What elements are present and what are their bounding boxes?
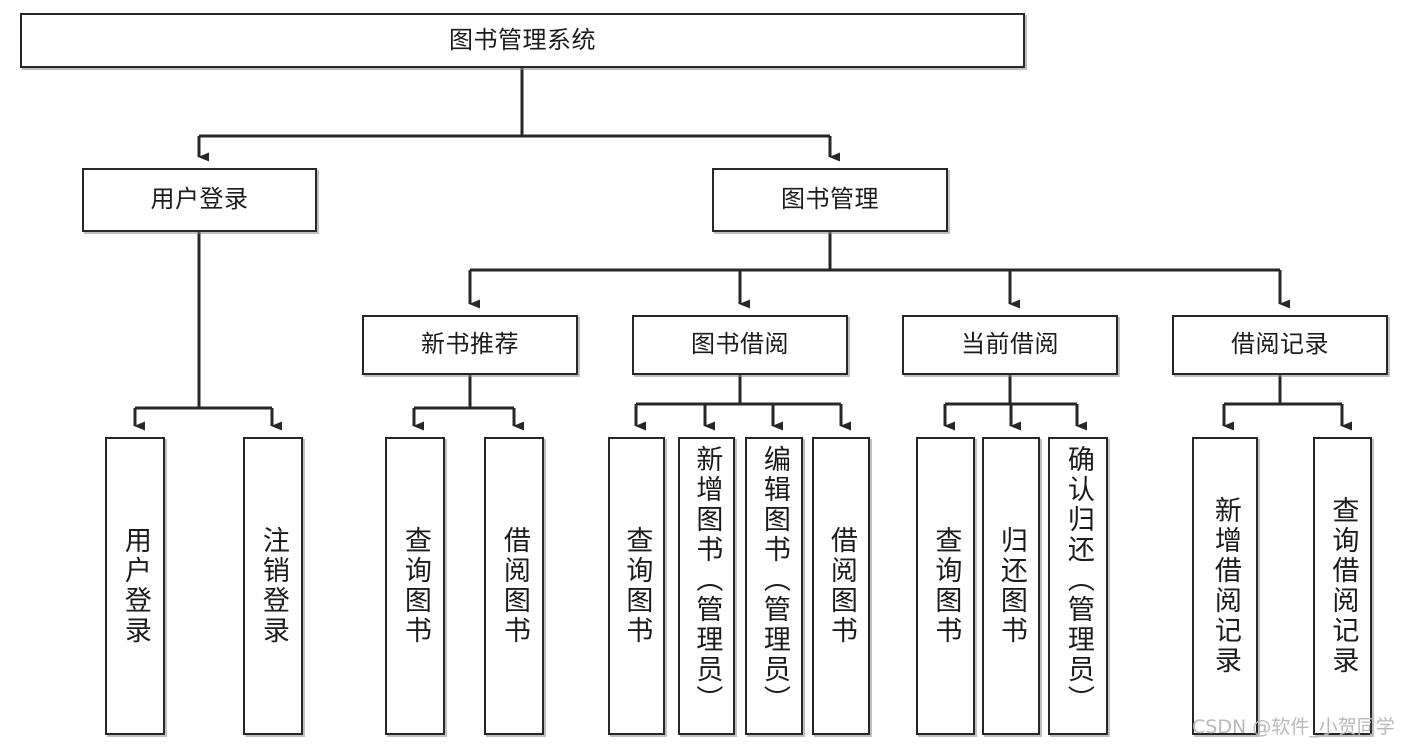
node-label: 用户登录 bbox=[150, 185, 249, 214]
node-leaf-current-confirm[interactable]: 确认归还（管理员） bbox=[1048, 437, 1108, 735]
node-label: 查询图书 bbox=[930, 526, 962, 646]
node-book-borrow[interactable]: 图书借阅 bbox=[632, 315, 848, 375]
node-borrow-record[interactable]: 借阅记录 bbox=[1172, 315, 1388, 375]
node-leaf-user-logout[interactable]: 注销登录 bbox=[243, 437, 303, 735]
csdn-watermark: CSDN @软件_小贺同学 bbox=[1192, 716, 1395, 738]
node-leaf-record-query[interactable]: 查询借阅记录 bbox=[1313, 437, 1372, 735]
node-leaf-user-login[interactable]: 用户登录 bbox=[105, 437, 165, 735]
node-current-borrow[interactable]: 当前借阅 bbox=[902, 315, 1118, 375]
node-label: 编辑图书（管理员） bbox=[758, 445, 790, 715]
node-leaf-current-query[interactable]: 查询图书 bbox=[916, 437, 975, 735]
node-user-login[interactable]: 用户登录 bbox=[82, 168, 317, 232]
node-label: 新书推荐 bbox=[421, 330, 519, 359]
node-label: 归还图书 bbox=[995, 526, 1027, 646]
node-label: 借阅图书 bbox=[498, 526, 530, 646]
node-label: 新增图书（管理员） bbox=[691, 445, 723, 715]
node-leaf-borrow-add[interactable]: 新增图书（管理员） bbox=[678, 437, 735, 735]
node-leaf-recommend-query[interactable]: 查询图书 bbox=[385, 437, 445, 735]
node-label: 图书管理 bbox=[781, 185, 879, 214]
node-label: 图书借阅 bbox=[691, 330, 789, 359]
node-label: 借阅记录 bbox=[1231, 330, 1329, 359]
node-label: 当前借阅 bbox=[961, 330, 1059, 359]
node-book-manage[interactable]: 图书管理 bbox=[712, 168, 948, 232]
node-label: 用户登录 bbox=[119, 526, 151, 646]
node-leaf-record-add[interactable]: 新增借阅记录 bbox=[1192, 437, 1258, 735]
node-new-book-recommend[interactable]: 新书推荐 bbox=[362, 315, 578, 375]
node-leaf-recommend-borrow[interactable]: 借阅图书 bbox=[484, 437, 544, 735]
node-label: 确认归还（管理员） bbox=[1062, 445, 1094, 715]
node-leaf-current-return[interactable]: 归还图书 bbox=[982, 437, 1040, 735]
node-label: 查询图书 bbox=[399, 526, 431, 646]
node-label: 图书管理系统 bbox=[449, 25, 596, 54]
node-label: 查询借阅记录 bbox=[1327, 496, 1359, 676]
node-leaf-borrow-lend[interactable]: 借阅图书 bbox=[812, 437, 870, 735]
node-label: 注销登录 bbox=[257, 526, 289, 646]
node-root-system[interactable]: 图书管理系统 bbox=[20, 13, 1025, 68]
node-leaf-borrow-edit[interactable]: 编辑图书（管理员） bbox=[745, 437, 803, 735]
node-leaf-borrow-query[interactable]: 查询图书 bbox=[608, 437, 665, 735]
node-label: 借阅图书 bbox=[825, 526, 857, 646]
node-label: 新增借阅记录 bbox=[1209, 496, 1241, 676]
node-label: 查询图书 bbox=[621, 526, 653, 646]
